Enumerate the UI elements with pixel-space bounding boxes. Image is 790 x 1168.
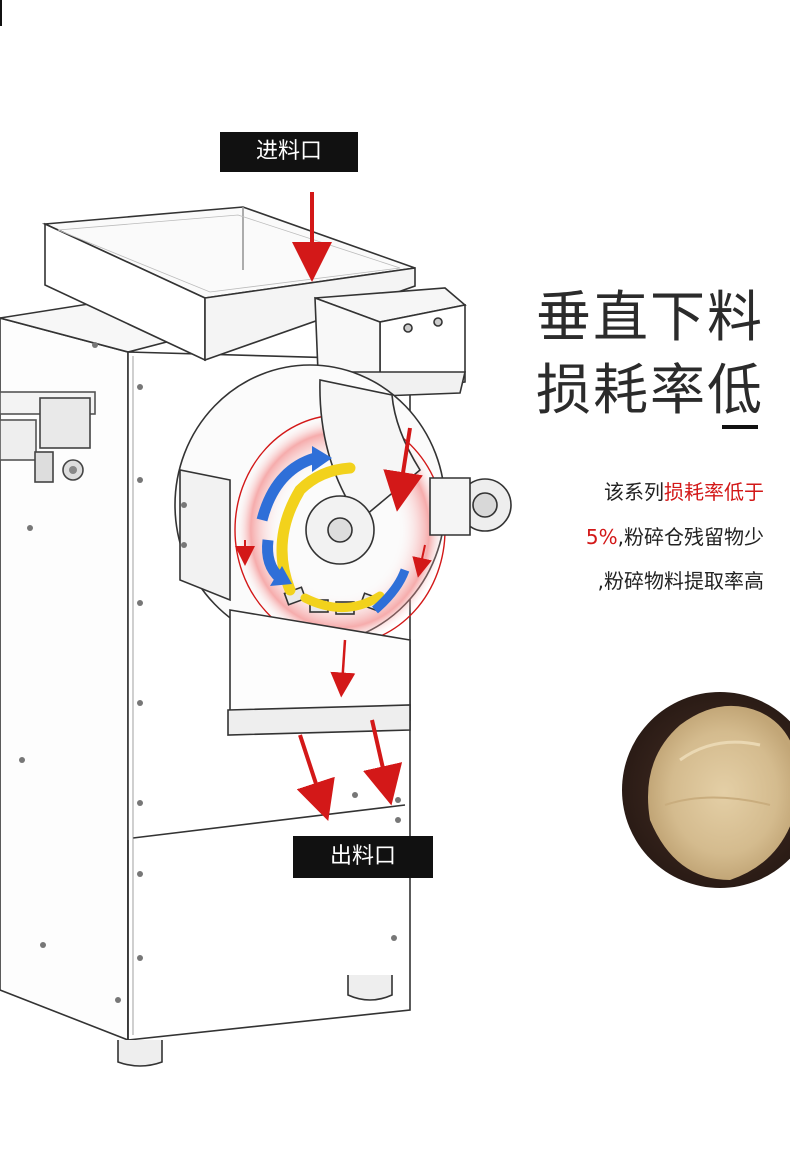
loss-rate-value: 5%	[585, 525, 618, 549]
description-line-1: 该系列损耗率低于	[604, 476, 764, 505]
feed-inlet-label: 进料口	[220, 132, 358, 172]
headline-divider	[722, 425, 758, 429]
powder-sample-photo	[622, 692, 790, 888]
headline-line-2: 损耗率低	[535, 358, 764, 422]
description-line-2-text: ,粉碎仓残留物少	[617, 525, 764, 549]
flow-indicators	[256, 446, 410, 614]
edge-mark	[0, 0, 2, 26]
description-highlight: 损耗率低于	[664, 480, 764, 504]
description-line-2: 5%,粉碎仓残留物少	[586, 521, 764, 550]
description-prefix: 该系列	[604, 480, 664, 504]
description-line-3: ,粉碎物料提取率高	[597, 569, 764, 593]
discharge-outlet-label: 出料口	[293, 836, 433, 878]
material-flow-arrows	[235, 192, 432, 822]
headline-line-1: 垂直下料	[535, 285, 764, 349]
